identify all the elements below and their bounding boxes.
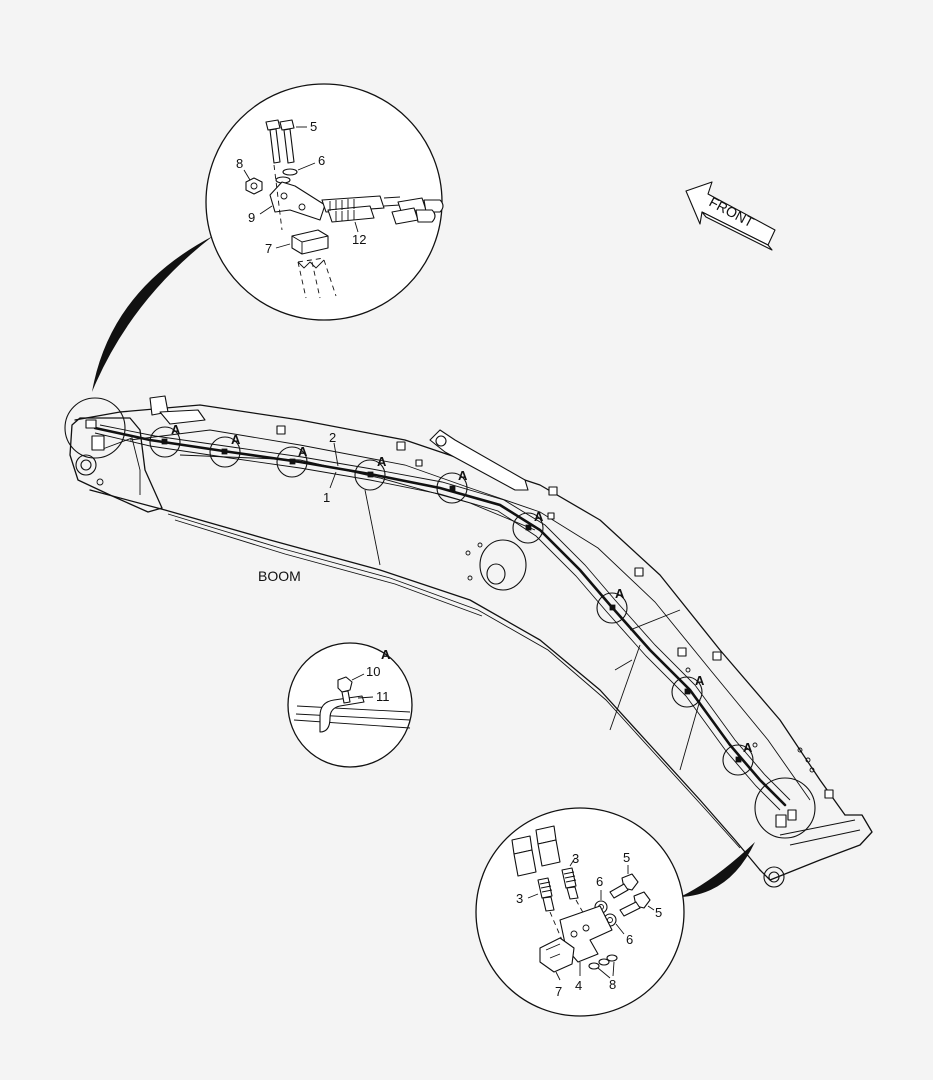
boom-structure — [69, 395, 873, 888]
clamp-label: A — [743, 740, 753, 755]
callout-8: 8 — [609, 977, 616, 992]
callout-5: 5 — [655, 905, 662, 920]
detail-a-label: A — [381, 647, 391, 662]
bottom-detail: 3 3 5 5 6 6 4 7 — [475, 807, 685, 1017]
top-detail: 5 6 8 9 12 7 — [205, 83, 444, 321]
callout-6: 6 — [318, 153, 325, 168]
clamp-location-3 — [276, 446, 308, 478]
clamp-label: A — [458, 468, 468, 483]
callout-2: 2 — [329, 430, 336, 445]
callout-4: 4 — [575, 978, 582, 993]
callout-6: 6 — [626, 932, 633, 947]
top-detail-connector — [92, 236, 213, 392]
front-arrow: FRONT — [685, 181, 776, 251]
clamp-location-6 — [512, 512, 544, 544]
callout-3: 3 — [516, 891, 523, 906]
fitting-marks — [85, 419, 797, 828]
boom-label: BOOM — [258, 568, 301, 584]
callout-1: 1 — [323, 490, 330, 505]
clamp-location-1 — [149, 426, 181, 458]
clamp-label: A — [377, 454, 387, 469]
clamp-label: A — [534, 509, 544, 524]
clamp-location-4 — [354, 459, 386, 491]
clamp-location-7 — [596, 592, 628, 624]
bottom-detail-location — [754, 777, 816, 839]
detail-a: A 10 11 — [287, 642, 413, 768]
callout-11: 11 — [376, 689, 390, 704]
clamp-label: A — [171, 422, 181, 437]
callout-8: 8 — [236, 156, 243, 171]
clamp-label: A — [231, 432, 241, 447]
clamp-locations: A A A A A A A A A — [149, 422, 754, 776]
clamp-location-9 — [722, 744, 754, 776]
callout-7: 7 — [265, 241, 272, 256]
callout-7: 7 — [555, 984, 562, 999]
bottom-detail-connector — [680, 842, 755, 897]
clamp-label: A — [298, 444, 308, 459]
callout-9: 9 — [248, 210, 255, 225]
callout-5: 5 — [310, 119, 317, 134]
callout-12: 12 — [352, 232, 366, 247]
clamp-location-5 — [436, 472, 468, 504]
clamp-label: A — [695, 673, 705, 688]
top-detail-location — [64, 397, 126, 459]
callout-10: 10 — [366, 664, 380, 679]
callout-5: 5 — [623, 850, 630, 865]
callout-6: 6 — [596, 874, 603, 889]
clamp-location-2 — [209, 436, 241, 468]
clamp-location-8 — [671, 676, 703, 708]
clamp-label: A — [615, 586, 625, 601]
boom-pipes — [93, 424, 791, 811]
callout-3: 3 — [572, 851, 579, 866]
